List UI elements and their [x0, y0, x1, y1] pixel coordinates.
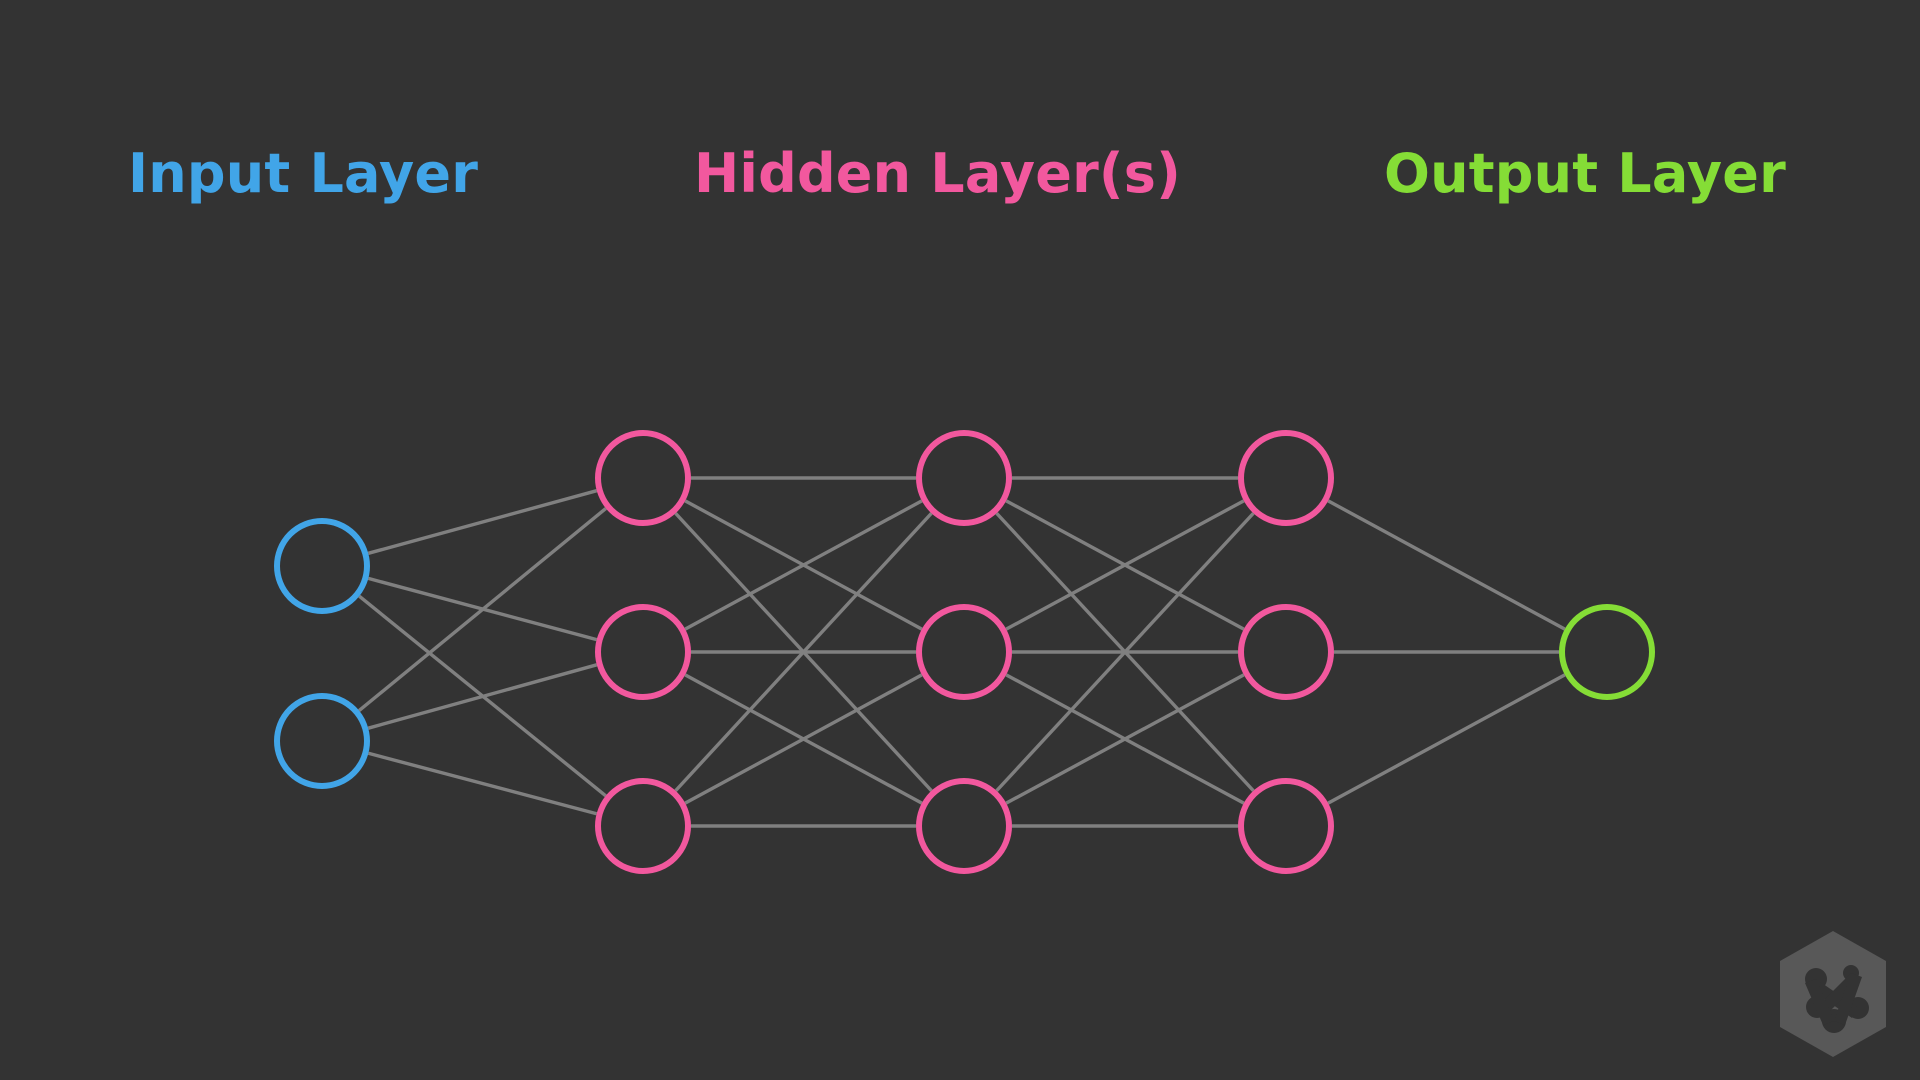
- edge-i2-to-h1_1: [358, 507, 607, 712]
- edge-h3_3-to-o1: [1327, 673, 1566, 805]
- layer-label-output: Output Layer: [1384, 142, 1786, 205]
- edge-i2-to-h1_3: [367, 751, 598, 816]
- node-h3_1[interactable]: [1238, 430, 1334, 526]
- node-i1[interactable]: [274, 518, 370, 614]
- node-h1_2[interactable]: [595, 604, 691, 700]
- edge-h2_3-to-h3_2: [1005, 673, 1245, 805]
- node-i2[interactable]: [274, 693, 370, 789]
- nodes-group: [274, 430, 1655, 874]
- edge-h1_2-to-h2_1: [684, 499, 923, 631]
- edges-group: [358, 476, 1566, 828]
- node-h1_3[interactable]: [595, 778, 691, 874]
- edge-h3_1-to-o1: [1327, 499, 1566, 631]
- node-h2_1[interactable]: [916, 430, 1012, 526]
- edge-i2-to-h1_2: [367, 663, 598, 730]
- edge-i1-to-h1_1: [367, 489, 598, 555]
- edge-h2_3-to-h3_1: [995, 512, 1255, 792]
- node-h1_1[interactable]: [595, 430, 691, 526]
- layer-label-input: Input Layer: [128, 142, 479, 205]
- edge-h2_2-to-h3_1: [1005, 499, 1245, 631]
- node-h3_2[interactable]: [1238, 604, 1334, 700]
- node-h3_3[interactable]: [1238, 778, 1334, 874]
- node-h2_3[interactable]: [916, 778, 1012, 874]
- edge-h1_3-to-h2_1: [674, 512, 933, 792]
- node-h2_2[interactable]: [916, 604, 1012, 700]
- node-o1[interactable]: [1559, 604, 1655, 700]
- hexagon-neuron-logo-icon: [1780, 931, 1886, 1057]
- layer-label-hidden: Hidden Layer(s): [694, 142, 1182, 205]
- edge-h1_3-to-h2_2: [684, 673, 923, 805]
